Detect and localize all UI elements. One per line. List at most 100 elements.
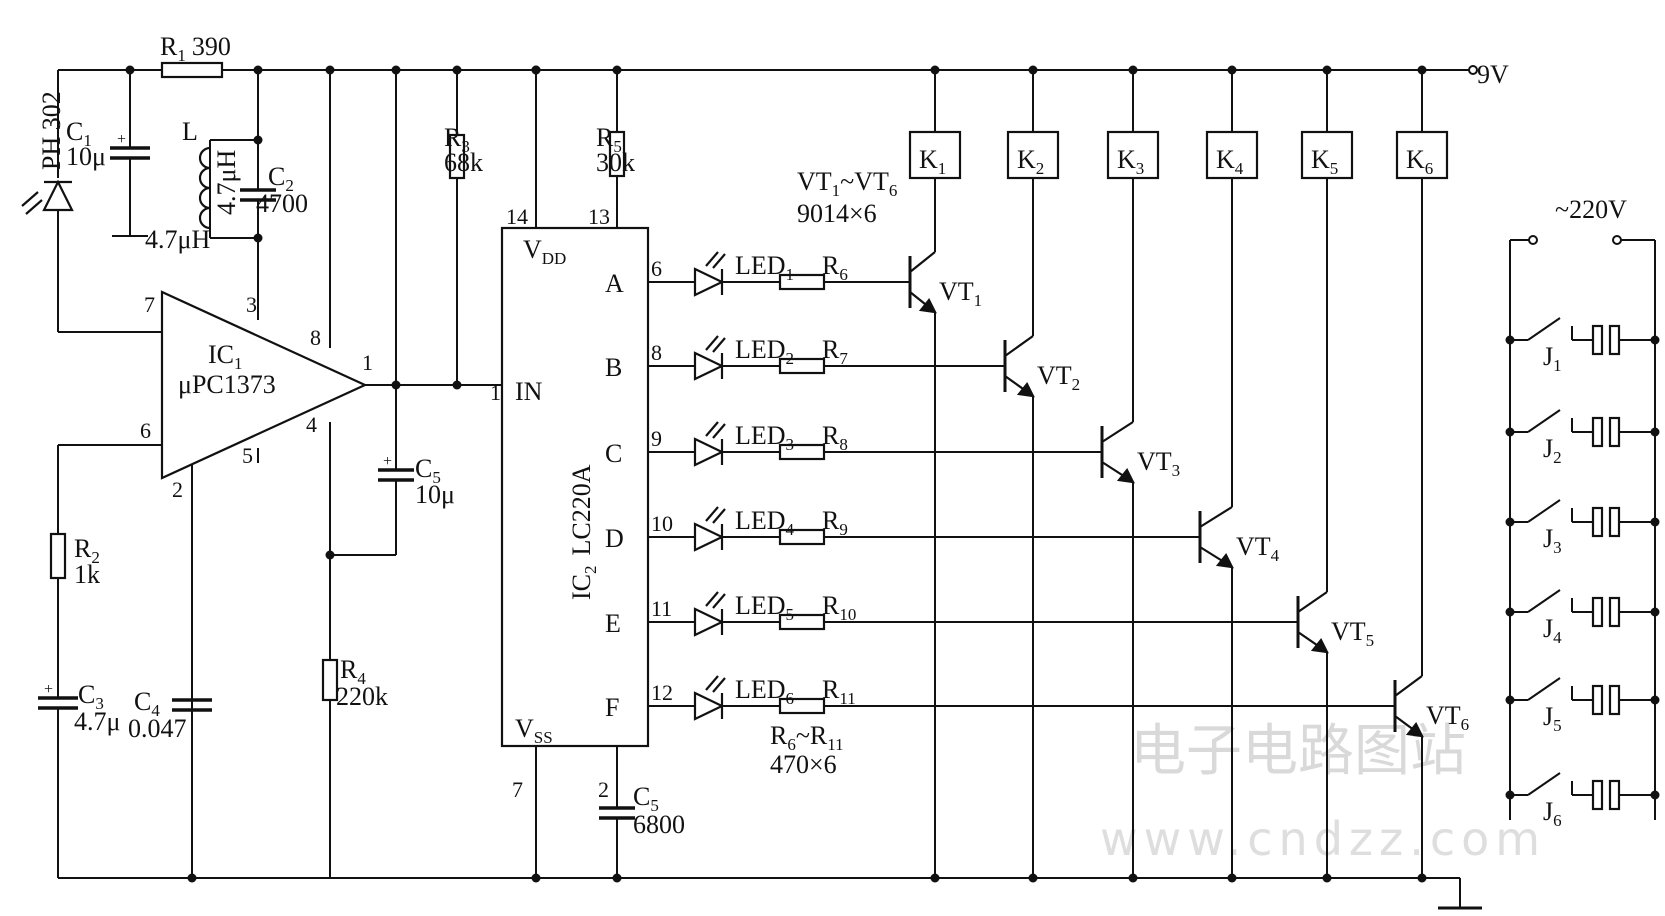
- junction-dot: [612, 65, 622, 75]
- junction-dot: [1322, 873, 1332, 883]
- label-part: K: [1311, 145, 1330, 174]
- ic2-pin-8: 8: [651, 340, 662, 365]
- inductor-bottom-label: 4.7μH: [145, 225, 210, 254]
- led-triangle: [693, 437, 725, 467]
- led-6-symbol: [693, 675, 726, 721]
- led-light-arrow: [705, 335, 719, 351]
- label-part: R: [822, 335, 840, 364]
- led-4-label: LED4: [735, 506, 795, 539]
- ic1-pin-6: 6: [140, 418, 151, 443]
- label-part: 7: [839, 349, 848, 368]
- label-part: J: [1543, 614, 1553, 643]
- label-part: 1: [1553, 356, 1562, 375]
- k-6-relay-coil: [1395, 130, 1449, 180]
- inductor-label: L: [182, 117, 198, 146]
- contact-blade: [1527, 409, 1561, 433]
- c6-label: C5: [633, 782, 659, 815]
- label-part: 4: [786, 520, 795, 539]
- led-triangle: [693, 267, 725, 297]
- ic2-label: IC2LC220A: [567, 464, 600, 600]
- ic1-pin-3: 3: [246, 292, 257, 317]
- led-triangle: [693, 351, 725, 381]
- photodiode-symbol: [21, 179, 74, 215]
- k-2-relay-coil: [1006, 130, 1060, 180]
- polarity-mark: +: [383, 453, 392, 470]
- label-part: 4: [1553, 628, 1562, 647]
- vcc-terminal: [1468, 65, 1478, 75]
- led-1-symbol: [693, 251, 726, 297]
- ic2-pin-1: 1: [490, 380, 501, 405]
- label-part: 2: [1553, 448, 1562, 467]
- led-6-label: LED6: [735, 675, 794, 708]
- label-part: LED: [735, 591, 786, 620]
- ic2-vdd: VDD: [523, 235, 566, 268]
- ac-label: ~220V: [1555, 195, 1627, 224]
- junction-dot: [1650, 517, 1660, 527]
- label-part: VT: [1037, 361, 1072, 390]
- transistor-collector: [1297, 591, 1328, 613]
- output-b-label: B: [605, 353, 622, 382]
- lamp-element: [1608, 324, 1621, 356]
- junction-dot: [1650, 335, 1660, 345]
- label-part: 9: [839, 520, 848, 539]
- led-triangle: [693, 691, 725, 721]
- r-range-label: R6~R11: [770, 721, 844, 754]
- label-part: 5: [1330, 159, 1339, 178]
- label-part: 2: [1072, 375, 1081, 394]
- ic2-vss: VSS: [515, 714, 553, 747]
- label-part: LED: [735, 506, 786, 535]
- vt-3-label: VT3: [1137, 447, 1180, 480]
- ac-terminal: [1528, 235, 1538, 245]
- r2-resistor: [49, 532, 67, 580]
- label-part: VT: [1236, 532, 1271, 561]
- contact-blade: [1527, 589, 1561, 613]
- lamp-element: [1591, 416, 1604, 448]
- junction-dot: [531, 873, 541, 883]
- label-part: 10: [839, 605, 856, 624]
- lamp-element: [1608, 684, 1621, 716]
- ic1-pin-4: 4: [306, 412, 317, 437]
- label-part: LED: [735, 421, 786, 450]
- junction-dot: [1028, 873, 1038, 883]
- junction-dot: [391, 380, 401, 390]
- junction-dot: [1227, 873, 1237, 883]
- label-part: K: [1406, 145, 1425, 174]
- c6-value: 6800: [633, 810, 685, 839]
- junction-dot: [930, 65, 940, 75]
- photodiode-label: PH 302: [37, 91, 66, 170]
- vt-5-transistor: [1296, 591, 1329, 654]
- led-light-arrow: [705, 421, 719, 437]
- parts: +++: [21, 61, 1621, 820]
- c1-label: C1: [66, 117, 92, 150]
- transistor-collector: [1004, 335, 1034, 357]
- label-part: LED: [735, 335, 786, 364]
- transistor-arrow: [1215, 552, 1234, 569]
- led-3-symbol: [693, 421, 726, 467]
- label-part: K: [1117, 145, 1136, 174]
- label-part: 3: [786, 435, 795, 454]
- junction-dot: [1505, 695, 1515, 705]
- led-light-arrow: [712, 423, 726, 439]
- vt-4-transistor: [1198, 506, 1234, 569]
- r3-value: 68k: [444, 148, 483, 177]
- label-part: 1: [786, 265, 795, 284]
- ic1-amplifier-triangle: [160, 290, 368, 480]
- contact-blade: [1527, 317, 1561, 341]
- transistor-arrow: [1016, 381, 1035, 398]
- r-11-label: R11: [822, 675, 856, 708]
- label-part: LED: [735, 675, 786, 704]
- transistor-collector: [1394, 675, 1423, 697]
- junction-dot: [1505, 517, 1515, 527]
- label-part: K: [919, 145, 938, 174]
- led-triangle: [693, 607, 725, 637]
- ic2-chip-body: [500, 226, 650, 748]
- output-e-label: E: [605, 609, 621, 638]
- label-part: R: [822, 421, 840, 450]
- junction-dot: [1505, 335, 1515, 345]
- led-light-arrow: [705, 506, 719, 522]
- ic2-pin-11: 11: [651, 596, 672, 621]
- r-8-label: R8: [822, 421, 848, 454]
- transistor-arrow: [918, 297, 937, 314]
- junction-dot: [1650, 695, 1660, 705]
- output-c-label: C: [605, 439, 622, 468]
